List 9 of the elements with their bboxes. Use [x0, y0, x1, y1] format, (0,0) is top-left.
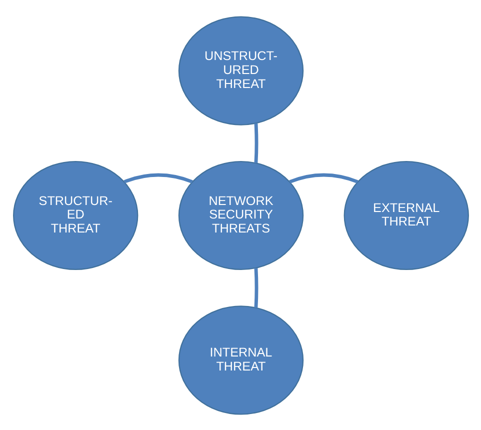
connector	[254, 267, 258, 308]
connector	[254, 122, 258, 163]
node-ellipse: STRUCTUR- ED THREAT	[12, 160, 138, 270]
node-ellipse: EXTERNAL THREAT	[343, 160, 468, 270]
connector	[123, 172, 192, 183]
connector	[288, 172, 358, 183]
node-ellipse: INTERNAL THREAT	[178, 305, 304, 414]
node-ellipse: NETWORK SECURITY THREATS	[178, 160, 304, 270]
node-ellipse: UNSTRUCT- URED THREAT	[178, 16, 304, 125]
